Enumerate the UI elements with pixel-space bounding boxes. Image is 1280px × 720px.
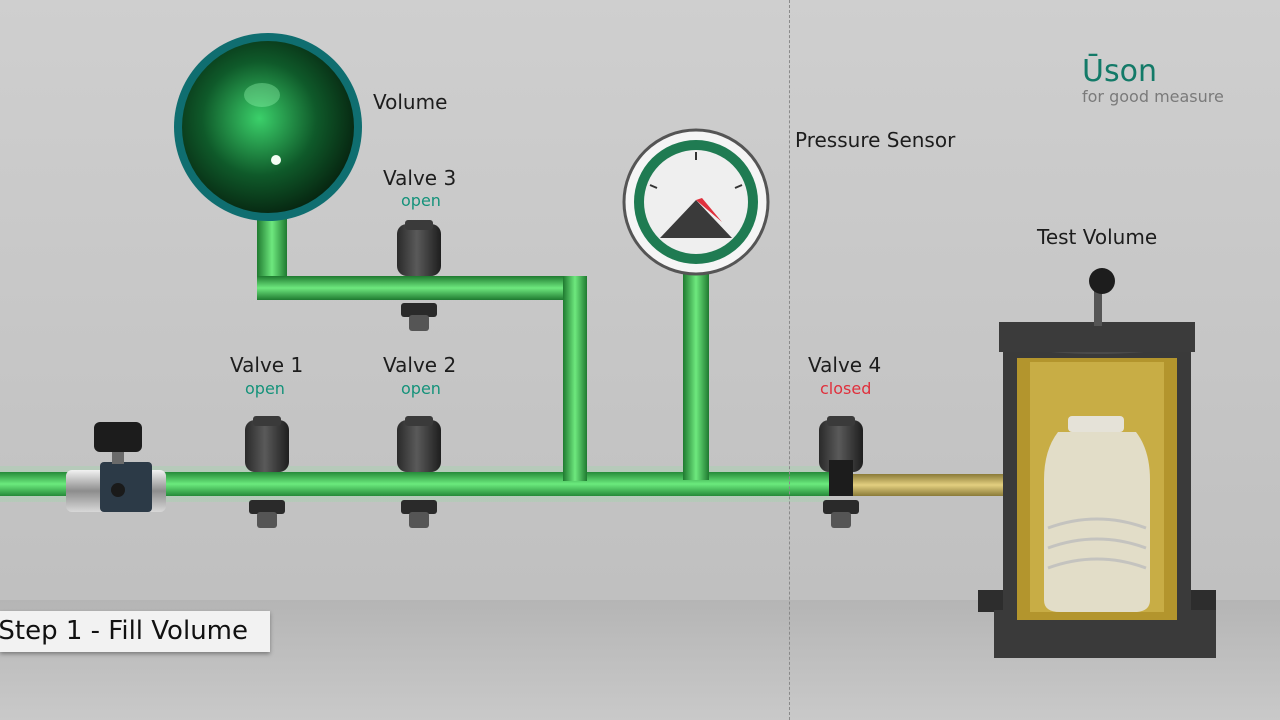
pressure-sensor-label: Pressure Sensor [795,128,956,152]
valve4-label: Valve 4 [808,353,882,377]
valve1-state: open [245,379,285,398]
test-volume-label: Test Volume [1037,225,1158,249]
volume-sphere [174,33,362,221]
valve1-label: Valve 1 [230,353,304,377]
valve3-state: open [401,191,441,210]
valve2-state: open [401,379,441,398]
test-volume-chamber [978,268,1216,658]
valve4-body [819,416,863,528]
valve2-label: Valve 2 [383,353,457,377]
brand-logo: Ūson for good measure [1082,54,1224,106]
brand-wordmark: Ūson [1082,54,1157,89]
valve3-body [397,220,441,331]
divider-line [789,0,790,720]
hand-valve [66,422,166,512]
brand-tagline: for good measure [1082,87,1224,106]
valve1-body [245,416,289,528]
valve4-state: closed [820,379,872,398]
step-banner: Step 1 - Fill Volume [0,611,270,652]
valve3-label: Valve 3 [383,166,457,190]
valve2-body [397,416,441,528]
sensor-stem-pipe [683,268,709,480]
riser-pipe [563,276,587,481]
gold-pipe [850,474,1020,496]
pressure-gauge [622,128,770,276]
volume-label: Volume [373,90,448,114]
upper-pipe [257,276,587,300]
step-text: Step 1 - Fill Volume [0,616,248,646]
